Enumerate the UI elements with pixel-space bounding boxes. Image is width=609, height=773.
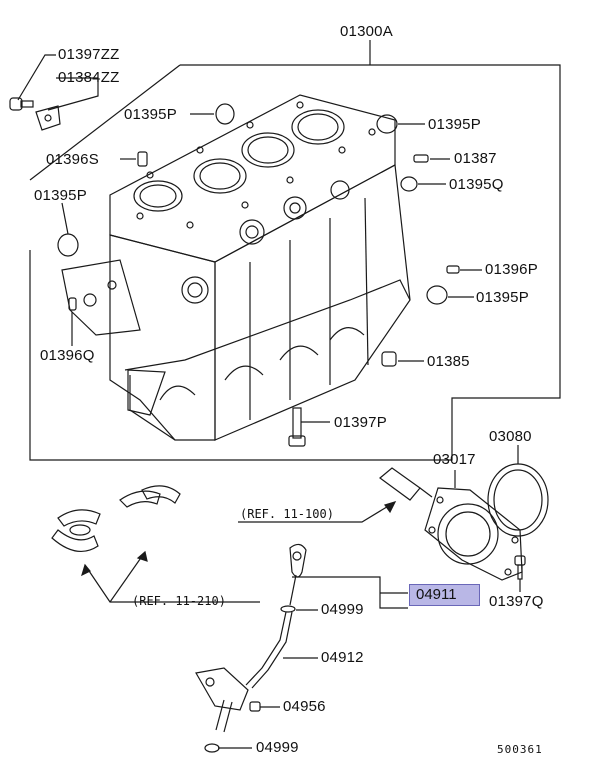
label-04912: 04912 xyxy=(321,649,364,666)
label-04999-a: 04999 xyxy=(321,601,364,618)
label-01397ZZ: 01397ZZ xyxy=(58,46,120,63)
label-01397Q: 01397Q xyxy=(489,593,544,610)
bolt-01397ZZ xyxy=(9,97,34,111)
label-01395P-d: 01395P xyxy=(476,289,529,306)
ref-11-100[interactable]: (REF. 11-100) xyxy=(240,507,334,521)
label-01397P: 01397P xyxy=(334,414,387,431)
bolt-01397P xyxy=(288,407,330,447)
ref-11-210-leader-b xyxy=(109,551,146,603)
bolt-04956 xyxy=(249,701,280,712)
pin-01396Q xyxy=(68,297,77,346)
ref-11-100-leader xyxy=(238,501,396,523)
leader-01397ZZ xyxy=(17,54,56,101)
block-frame xyxy=(29,64,561,461)
bolt-01397Q xyxy=(514,555,526,592)
plug-01395P-c xyxy=(57,202,79,257)
label-01396S: 01396S xyxy=(46,151,99,168)
label-01300A: 01300A xyxy=(340,23,393,40)
pin-01387 xyxy=(413,154,450,163)
bracket-01384ZZ xyxy=(35,105,61,131)
plug-01395Q xyxy=(400,176,446,192)
plug-01395P-d xyxy=(426,285,474,305)
plug-01395P-b xyxy=(376,114,425,134)
label-01396P: 01396P xyxy=(485,261,538,278)
label-04999-b: 04999 xyxy=(256,739,299,756)
label-01384ZZ: 01384ZZ xyxy=(58,69,120,86)
label-04956: 04956 xyxy=(283,698,326,715)
label-04911-highlighted[interactable]: 04911 xyxy=(409,584,480,606)
cylinder-block-drawing xyxy=(61,94,411,441)
label-01395P-b: 01395P xyxy=(428,116,481,133)
label-01387: 01387 xyxy=(454,150,497,167)
label-01396Q: 01396Q xyxy=(40,347,95,364)
diagram-number: 500361 xyxy=(497,743,543,756)
bearing-shells xyxy=(51,485,181,553)
sealant-tube xyxy=(379,467,433,501)
oil-level-gauge-04911 xyxy=(195,543,307,753)
label-01395Q: 01395Q xyxy=(449,176,504,193)
label-03017: 03017 xyxy=(433,451,476,468)
oil-seal-03080 xyxy=(487,445,549,537)
pin-01396P xyxy=(446,265,482,274)
plug-01395P-a xyxy=(190,103,235,125)
plug-01385 xyxy=(381,351,424,367)
ref-11-210[interactable]: (REF. 11-210) xyxy=(132,594,226,608)
oil-seal-case-03017 xyxy=(424,470,523,581)
label-01385: 01385 xyxy=(427,353,470,370)
label-01395P-c: 01395P xyxy=(34,187,87,204)
label-01395P-a: 01395P xyxy=(124,106,177,123)
leader-01384ZZ xyxy=(47,77,99,111)
pin-01396S xyxy=(120,151,148,167)
label-03080: 03080 xyxy=(489,428,532,445)
